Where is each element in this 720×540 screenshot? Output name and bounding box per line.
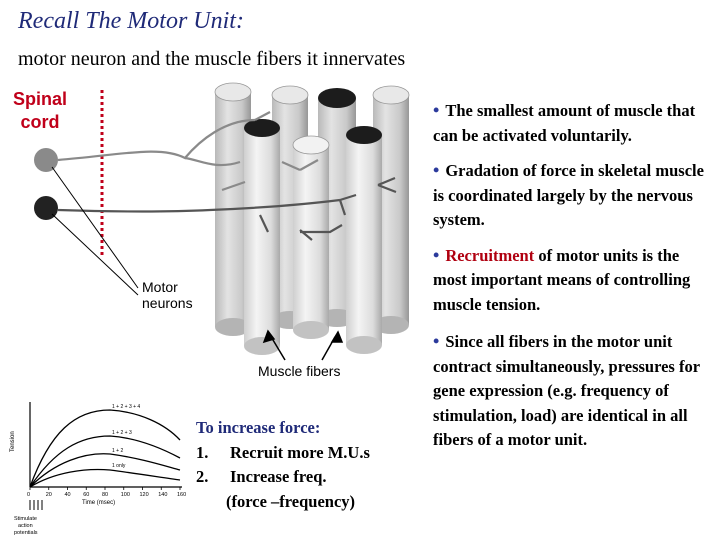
force-frequency-note: (force –frequency)	[226, 491, 356, 511]
graph-x-ticks: 0 20 40 60 80 100 120 140 160	[27, 487, 186, 498]
graph-x-label: Time (msec)	[82, 500, 115, 506]
key-point: •Since all fibers in the motor unit cont…	[433, 329, 713, 453]
graph-y-label: Tension	[10, 431, 16, 452]
motor-axon-dark	[57, 176, 397, 241]
curve-label: 1 only	[112, 463, 126, 469]
item-number: 1.	[196, 442, 209, 462]
graph-x-tick-label: 120	[140, 492, 149, 498]
graph-x-tick-label: 20	[46, 492, 52, 498]
key-point-text: Since all fibers in the motor unit contr…	[433, 332, 700, 449]
muscle-fiber	[292, 135, 330, 339]
graph-x-tick-label: 40	[65, 492, 71, 498]
muscle-fibers-arrow	[262, 329, 344, 361]
motor-axon-gray	[57, 111, 319, 192]
bullet-dot-icon: •	[433, 244, 440, 265]
graph-x-tick-label: 80	[102, 492, 108, 498]
tension-curve	[29, 435, 181, 488]
graph-x-tick-label: 60	[83, 492, 89, 498]
curve-label: 1 + 2	[112, 448, 123, 454]
graph-x-tick-label: 0	[27, 492, 30, 498]
tension-graph: Tension 0 20 40 60 80 100 120 140 160 Time (msec…	[10, 402, 186, 536]
increase-force-item: 2. Increase freq.	[196, 465, 370, 490]
tension-curve	[29, 453, 181, 488]
increase-force-box: To increase force: 1. Recruit more M.U.s …	[196, 416, 370, 514]
curve-label: 1 + 2 + 3	[112, 430, 132, 436]
key-point: •Gradation of force in skeletal muscle i…	[433, 158, 713, 233]
slide-title: Recall The Motor Unit:	[18, 8, 244, 34]
key-point-text: of motor units is the most important mea…	[433, 245, 691, 314]
key-points-list: •The smallest amount of muscle that can …	[433, 98, 713, 453]
stimulus-marks	[29, 500, 43, 510]
stim-label-line: Stimulate	[14, 516, 37, 522]
spinal-cord-label: Spinal cord	[10, 88, 70, 134]
bullet-dot-icon: •	[433, 331, 440, 351]
recruitment-highlight: Recruitment	[445, 245, 535, 265]
bullet-dot-icon: •	[433, 160, 440, 180]
bullet-dot-icon: •	[433, 100, 440, 120]
muscle-fiber-innervated	[346, 126, 382, 354]
key-point: •The smallest amount of muscle that can …	[433, 98, 713, 148]
increase-force-item: 1. Recruit more M.U.s	[196, 441, 370, 466]
spinal-cord-label-line-1: Spinal	[12, 89, 67, 109]
stim-label-line: potentials	[14, 530, 38, 536]
increase-force-list: 1. Recruit more M.U.s 2. Increase freq.	[196, 441, 370, 490]
motor-neurons-label-line-2: neurons	[142, 295, 193, 311]
motor-neurons-pointer	[51, 213, 139, 296]
item-number: 2.	[196, 467, 209, 486]
curve-label: 1 + 2 + 3 + 4	[112, 404, 140, 410]
motor-neurons-pointer	[51, 166, 139, 289]
spinal-cord-label-line-2: cord	[20, 112, 60, 132]
tension-curve	[29, 468, 181, 488]
graph-x-tick-label: 100	[121, 492, 130, 498]
graph-x-tick-label: 160	[177, 492, 186, 498]
graph-x-tick-label: 140	[158, 492, 167, 498]
muscle-fiber-innervated	[244, 119, 280, 355]
key-point-text: Gradation of force in skeletal muscle is…	[433, 161, 704, 229]
increase-force-heading: To increase force:	[196, 418, 321, 437]
item-text: Increase freq.	[230, 467, 327, 486]
muscle-fibers-label: Muscle fibers	[258, 363, 340, 379]
tension-curves	[29, 409, 181, 488]
slide-subtitle: motor neuron and the muscle fibers it in…	[18, 48, 406, 70]
motor-neuron-body-gray	[34, 148, 58, 172]
item-text: Recruit more M.U.s	[230, 442, 370, 462]
motor-neurons-label-line-1: Motor	[142, 279, 178, 295]
stim-label-line: action	[18, 523, 33, 529]
key-point-text: The smallest amount of muscle that can b…	[433, 101, 696, 145]
tension-curve	[29, 409, 181, 488]
key-point: •Recruitment of motor units is the most …	[433, 243, 713, 318]
